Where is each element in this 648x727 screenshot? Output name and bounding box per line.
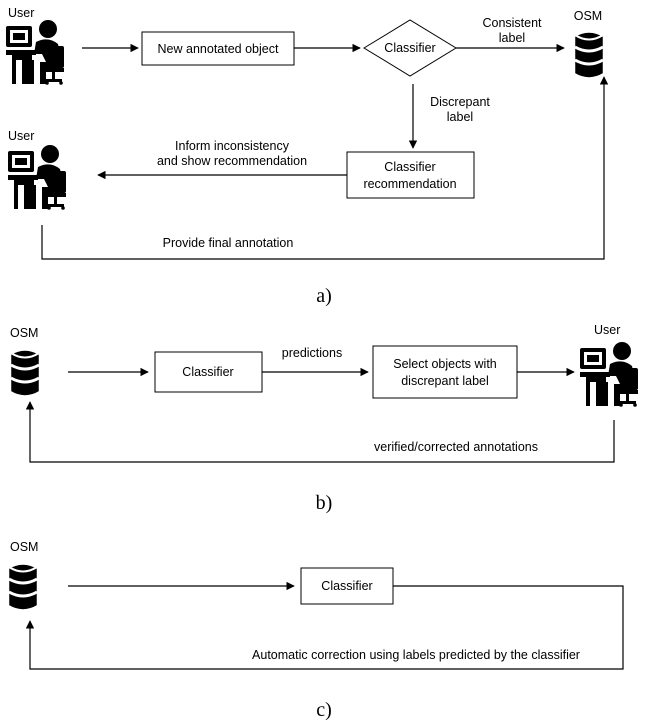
classifier-label: Classifier: [321, 579, 372, 593]
arrow-final-annotation-to-osm: [41, 76, 609, 260]
verified-label: verified/corrected annotations: [374, 440, 538, 454]
caption-b: b): [316, 492, 333, 514]
new-object-label: New annotated object: [158, 42, 279, 56]
discrepant-label-line1: Discrepant: [430, 95, 490, 109]
osm-label: OSM: [574, 9, 602, 23]
arrow-classifier-to-osm: [25, 585, 624, 670]
caption-a: a): [316, 285, 332, 307]
panel-a: User New annotated object Classifier Con…: [6, 6, 609, 307]
final-annotation-label: Provide final annotation: [163, 236, 294, 250]
classifier-box: [300, 567, 394, 605]
inform-line2: and show recommendation: [157, 154, 307, 168]
osm-label: OSM: [10, 540, 38, 554]
database-icon: [8, 348, 42, 398]
user-top-label: User: [8, 6, 34, 20]
consistent-label-line2: label: [499, 31, 525, 45]
user-at-computer-icon: [580, 342, 638, 407]
recommendation-line2: recommendation: [363, 177, 456, 191]
arrow-user-to-osm: [25, 401, 615, 463]
user-label: User: [594, 323, 620, 337]
database-icon: [6, 562, 40, 612]
inform-line1: Inform inconsistency: [175, 139, 290, 153]
predictions-label: predictions: [282, 346, 342, 360]
select-line1: Select objects with: [393, 357, 497, 371]
caption-c: c): [316, 699, 332, 721]
select-line2: discrepant label: [401, 374, 489, 388]
consistent-label-line1: Consistent: [482, 16, 542, 30]
osm-label: OSM: [10, 326, 38, 340]
select-objects-box: [372, 345, 518, 399]
classifier-label: Classifier: [182, 365, 233, 379]
database-icon: [572, 30, 606, 80]
recommendation-box: [346, 151, 475, 199]
automatic-label: Automatic correction using labels predic…: [252, 648, 580, 662]
panel-b: OSM Classifier predictions Select object…: [8, 323, 638, 514]
user-at-computer-icon: [6, 20, 64, 85]
discrepant-label-line2: label: [447, 110, 473, 124]
user-bottom-label: User: [8, 129, 34, 143]
user-at-computer-icon: [8, 145, 66, 210]
classifier-label: Classifier: [384, 41, 435, 55]
panel-c: OSM Classifier Automatic correction usin…: [6, 540, 624, 721]
recommendation-line1: Classifier: [384, 160, 435, 174]
